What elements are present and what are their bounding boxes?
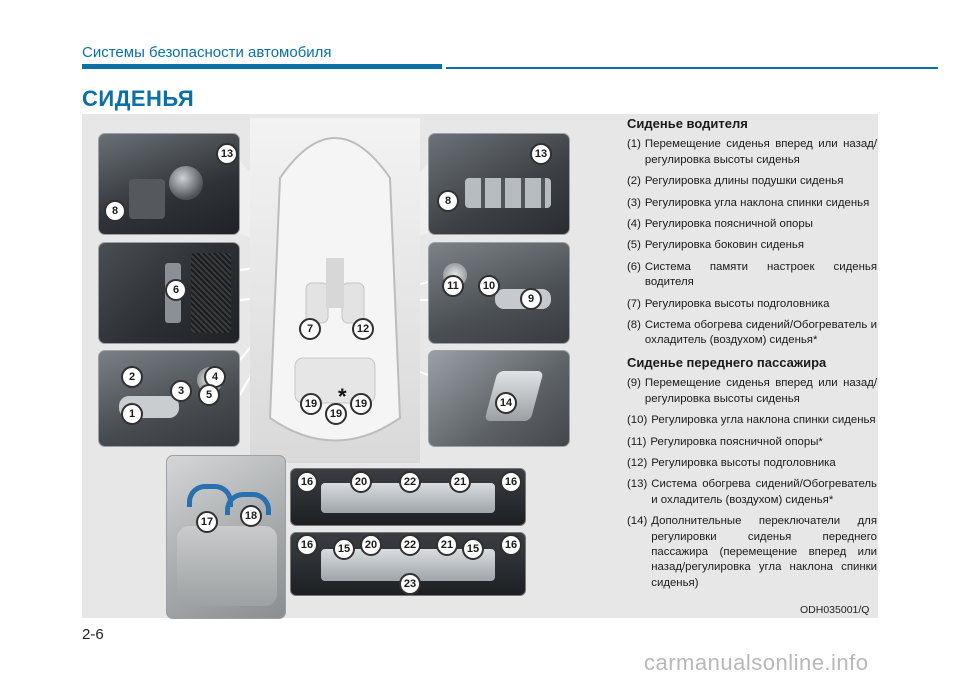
callout-8-passenger: 8 xyxy=(437,190,459,212)
callout-23: 23 xyxy=(399,573,421,595)
passenger-item: (11)Регулировка поясничной опоры* xyxy=(627,435,877,450)
callout-19-left: 19 xyxy=(300,393,322,415)
item-number: (10) xyxy=(627,414,648,427)
rear-seat-cushion xyxy=(177,526,277,606)
callout-10: 10 xyxy=(478,275,500,297)
item-number: (2) xyxy=(627,175,641,188)
passenger-item: (9)Перемещение сиденья вперед или назад/… xyxy=(627,376,877,407)
page-heading: СИДЕНЬЯ xyxy=(82,86,195,111)
passenger-seat-heading: Сиденье переднего пассажира xyxy=(627,354,827,370)
callout-9: 9 xyxy=(520,288,542,310)
callout-19-center: 19 xyxy=(325,403,347,425)
callout-16-upper-left: 16 xyxy=(296,471,318,493)
callout-22-upper: 22 xyxy=(399,471,421,493)
item-number: (8) xyxy=(627,319,641,332)
driver-item: (8)Система обогрева сидений/Обогреватель… xyxy=(627,318,877,349)
callout-11: 11 xyxy=(442,275,464,297)
callout-18: 18 xyxy=(240,505,262,527)
driver-item: (1)Перемещение сиденья вперед или назад/… xyxy=(627,137,877,168)
callout-1: 1 xyxy=(121,403,143,425)
item-number: (9) xyxy=(627,377,641,390)
callout-16-upper-right: 16 xyxy=(500,471,522,493)
passenger-item: (14)Дополнительные переключатели для рег… xyxy=(627,514,877,591)
callout-21-upper: 21 xyxy=(449,471,471,493)
item-text: Регулировка боковин сиденья xyxy=(644,239,805,252)
item-text: Регулировка поясничной опоры* xyxy=(650,435,823,448)
header-rule-thin xyxy=(446,67,938,69)
callout-7: 7 xyxy=(299,318,321,340)
callout-22-lower: 22 xyxy=(399,534,421,556)
recline-arrow-icon-2 xyxy=(225,492,271,515)
page-number: 2-6 xyxy=(82,626,104,643)
driver-item: (7)Регулировка высоты подголовника xyxy=(627,297,877,312)
callout-14: 14 xyxy=(495,392,517,414)
callout-20-lower: 20 xyxy=(360,534,382,556)
passenger-item: (13)Система обогрева сидений/Обогревател… xyxy=(627,477,877,508)
callout-16-lower-left: 16 xyxy=(296,534,318,556)
callout-20-upper: 20 xyxy=(350,471,372,493)
item-number: (4) xyxy=(627,218,641,231)
item-text: Дополнительные переключатели для регулир… xyxy=(651,515,877,589)
driver-seat-heading: Сиденье водителя xyxy=(627,116,748,131)
callout-5: 5 xyxy=(198,384,220,406)
item-text: Регулировка высоты подголовника xyxy=(644,297,830,310)
item-text: Регулировка угла наклона спинки сиденья xyxy=(651,414,876,427)
item-number: (12) xyxy=(627,456,648,469)
button-cluster xyxy=(129,179,165,219)
passenger-item: (12)Регулировка высоты подголовника xyxy=(627,456,877,471)
item-text: Регулировка поясничной опоры xyxy=(644,218,813,231)
driver-item-list: (1)Перемещение сиденья вперед или назад/… xyxy=(627,137,877,348)
callout-2: 2 xyxy=(121,366,143,388)
item-number: (11) xyxy=(627,435,647,448)
callout-15-lower-right: 15 xyxy=(462,538,484,560)
rear-seat-image xyxy=(166,455,286,619)
driver-item: (6)Система памяти настроек сиденья водит… xyxy=(627,260,877,291)
heater-button-row xyxy=(465,178,551,208)
item-text: Регулировка угла наклона спинки сиденья xyxy=(644,196,870,209)
watermark: carmanualsonline.info xyxy=(644,650,869,675)
driver-item: (4)Регулировка поясничной опоры xyxy=(627,217,877,232)
item-number: (1) xyxy=(627,138,641,151)
callout-15-lower-left: 15 xyxy=(333,538,355,560)
callout-12: 12 xyxy=(352,318,374,340)
item-number: (6) xyxy=(627,260,641,273)
callout-21-lower: 21 xyxy=(436,534,458,556)
item-text: Перемещение сиденья вперед или назад/рег… xyxy=(644,138,877,166)
item-number: (14) xyxy=(627,515,648,528)
item-number: (5) xyxy=(627,239,641,252)
passenger-item-list: (9)Перемещение сиденья вперед или назад/… xyxy=(627,376,877,591)
gear-knob xyxy=(169,166,203,200)
item-text: Система обогрева сидений/Обогреватель и … xyxy=(644,319,877,347)
callout-16-lower-right: 16 xyxy=(500,534,522,556)
callout-3: 3 xyxy=(170,380,192,402)
image-code: ODH035001/Q xyxy=(800,604,870,616)
header-rule-thick xyxy=(82,64,442,69)
item-text: Перемещение сиденья вперед или назад/рег… xyxy=(644,377,877,405)
item-text: Регулировка высоты подголовника xyxy=(651,456,836,469)
passenger-item: (10)Регулировка угла наклона спинки сиде… xyxy=(627,413,877,428)
car-outline xyxy=(268,137,402,442)
item-number: (7) xyxy=(627,297,641,310)
driver-item: (5)Регулировка боковин сиденья xyxy=(627,238,877,253)
callout-6: 6 xyxy=(165,279,187,301)
item-number: (13) xyxy=(627,478,648,491)
callout-13-passenger: 13 xyxy=(530,143,552,165)
driver-item: (3)Регулировка угла наклона спинки сиден… xyxy=(627,196,877,211)
item-text: Система обогрева сидений/Обогреватель и … xyxy=(651,478,877,506)
driver-item: (2)Регулировка длины подушки сиденья xyxy=(627,174,877,189)
item-number: (3) xyxy=(627,196,641,209)
speaker-grille xyxy=(191,253,231,333)
callout-8-driver: 8 xyxy=(104,200,126,222)
legend-text: Сиденье водителя (1)Перемещение сиденья … xyxy=(627,114,877,597)
callout-17: 17 xyxy=(196,511,218,533)
callout-13-driver: 13 xyxy=(216,143,238,165)
item-text: Регулировка длины подушки сиденья xyxy=(644,175,844,188)
optional-asterisk: * xyxy=(338,384,347,409)
section-title: Системы безопасности автомобиля xyxy=(82,44,332,61)
callout-19-right: 19 xyxy=(350,393,372,415)
item-text: Система памяти настроек сиденья водителя xyxy=(644,260,877,289)
